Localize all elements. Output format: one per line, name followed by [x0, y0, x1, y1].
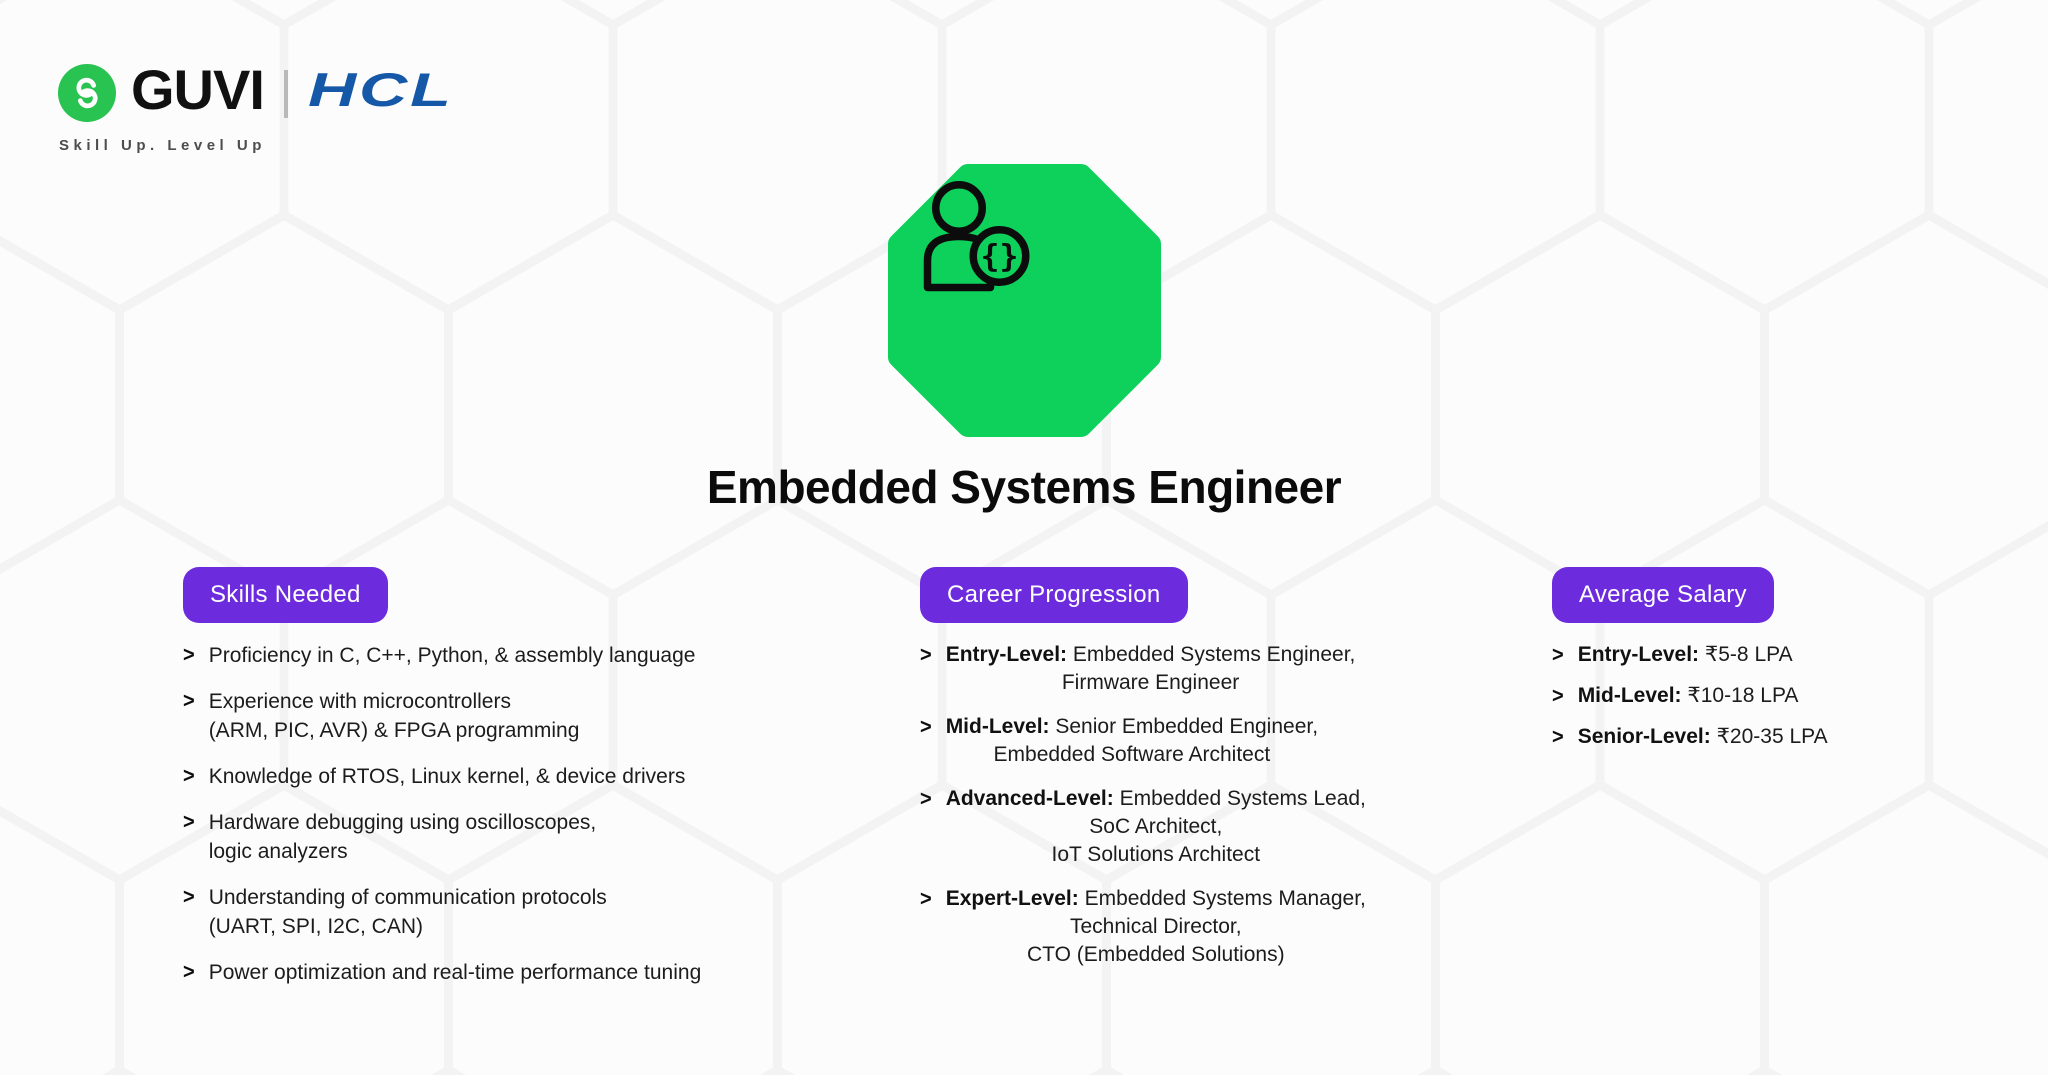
chevron-right-bullet-icon: >	[183, 764, 195, 788]
guvi-wordmark: GUVI	[131, 58, 265, 121]
person-code-badge-icon: {}	[923, 181, 1030, 292]
salary-list-item: > Mid-Level: ₹10-18 LPA	[1552, 682, 1992, 711]
skills-item-text: Proficiency in C, C++, Python, & assembl…	[208, 644, 696, 667]
chevron-right-bullet-icon: >	[920, 787, 932, 811]
chevron-right-bullet-icon: >	[920, 715, 932, 739]
chevron-right-bullet-icon: >	[1552, 725, 1564, 749]
guvi-logo-icon	[58, 64, 116, 122]
skills-item-text: Understanding of communication protocols…	[208, 886, 607, 938]
skills-list-item: > Experience with microcontrollers(ARM, P…	[183, 687, 843, 745]
career-list-item: > Expert-Level: Embedded Systems Manager,…	[920, 885, 1480, 969]
brand-tagline: Skill Up. Level Up	[59, 137, 266, 154]
career-item-text: Expert-Level: Embedded Systems Manager,T…	[945, 887, 1366, 966]
salary-list: > Entry-Level: ₹5-8 LPA > Mid-Level: ₹10-18…	[1552, 641, 1992, 752]
item-label: Expert-Level:	[945, 887, 1079, 910]
skills-item-text: Knowledge of RTOS, Linux kernel, & devic…	[208, 765, 686, 788]
career-header-pill: Career Progression	[920, 567, 1188, 623]
role-octagon-badge: {}	[887, 163, 1162, 438]
salary-list-item: > Senior-Level: ₹20-35 LPA	[1552, 723, 1992, 752]
career-item-text: Mid-Level: Senior Embedded Engineer,Embe…	[945, 715, 1319, 766]
career-list: > Entry-Level: Embedded Systems Engineer,…	[920, 641, 1480, 969]
item-label: Mid-Level:	[1577, 684, 1682, 707]
item-label: Mid-Level:	[945, 715, 1050, 738]
skills-list: > Proficiency in C, C++, Python, & assemb…	[183, 641, 843, 987]
item-label: Advanced-Level:	[945, 787, 1114, 810]
chevron-right-bullet-icon: >	[1552, 643, 1564, 667]
chevron-right-bullet-icon: >	[183, 810, 195, 834]
skills-header-pill: Skills Needed	[183, 567, 388, 623]
chevron-right-bullet-icon: >	[920, 643, 932, 667]
skills-item-text: Power optimization and real-time perform…	[208, 961, 702, 984]
skills-item-text: Experience with microcontrollers(ARM, PI…	[208, 690, 580, 742]
chevron-right-bullet-icon: >	[183, 960, 195, 984]
chevron-right-bullet-icon: >	[183, 689, 195, 713]
skills-list-item: > Understanding of communication protocol…	[183, 883, 843, 941]
career-column: Career Progression > Entry-Level: Embedde…	[920, 567, 1480, 985]
skills-list-item: > Power optimization and real-time perfor…	[183, 958, 843, 987]
hcl-wordmark: HCL	[308, 63, 454, 116]
career-list-item: > Mid-Level: Senior Embedded Engineer,Emb…	[920, 713, 1480, 769]
item-label: Entry-Level:	[1577, 643, 1700, 666]
skills-list-item: > Knowledge of RTOS, Linux kernel, & devi…	[183, 762, 843, 791]
salary-list-item: > Entry-Level: ₹5-8 LPA	[1552, 641, 1992, 670]
item-label: Entry-Level:	[945, 643, 1068, 666]
salary-item-text: Senior-Level: ₹20-35 LPA	[1577, 725, 1828, 748]
brand-header: GUVI HCL Skill Up. Level Up	[0, 0, 700, 180]
salary-column: Average Salary > Entry-Level: ₹5-8 LPA > Mi…	[1552, 567, 1992, 764]
skills-list-item: > Hardware debugging using oscilloscopes,…	[183, 808, 843, 866]
skills-item-text: Hardware debugging using oscilloscopes,l…	[208, 811, 597, 863]
salary-item-text: Mid-Level: ₹10-18 LPA	[1577, 684, 1799, 707]
page-title: Embedded Systems Engineer	[706, 461, 1342, 513]
career-item-text: Advanced-Level: Embedded Systems Lead,So…	[945, 787, 1366, 866]
code-braces-glyph: {}	[981, 239, 1019, 275]
chevron-right-bullet-icon: >	[920, 887, 932, 911]
career-list-item: > Advanced-Level: Embedded Systems Lead,S…	[920, 785, 1480, 869]
chevron-right-bullet-icon: >	[1552, 684, 1564, 708]
chevron-right-bullet-icon: >	[183, 885, 195, 909]
chevron-right-bullet-icon: >	[183, 643, 195, 667]
skills-list-item: > Proficiency in C, C++, Python, & assemb…	[183, 641, 843, 670]
salary-header-pill: Average Salary	[1552, 567, 1774, 623]
brand-divider	[284, 70, 288, 118]
career-list-item: > Entry-Level: Embedded Systems Engineer,…	[920, 641, 1480, 697]
salary-item-text: Entry-Level: ₹5-8 LPA	[1577, 643, 1793, 666]
item-label: Senior-Level:	[1577, 725, 1711, 748]
skills-column: Skills Needed > Proficiency in C, C++, Py…	[183, 567, 843, 1004]
career-item-text: Entry-Level: Embedded Systems Engineer,F…	[945, 643, 1356, 694]
guvi-g-mark-icon	[76, 77, 98, 109]
